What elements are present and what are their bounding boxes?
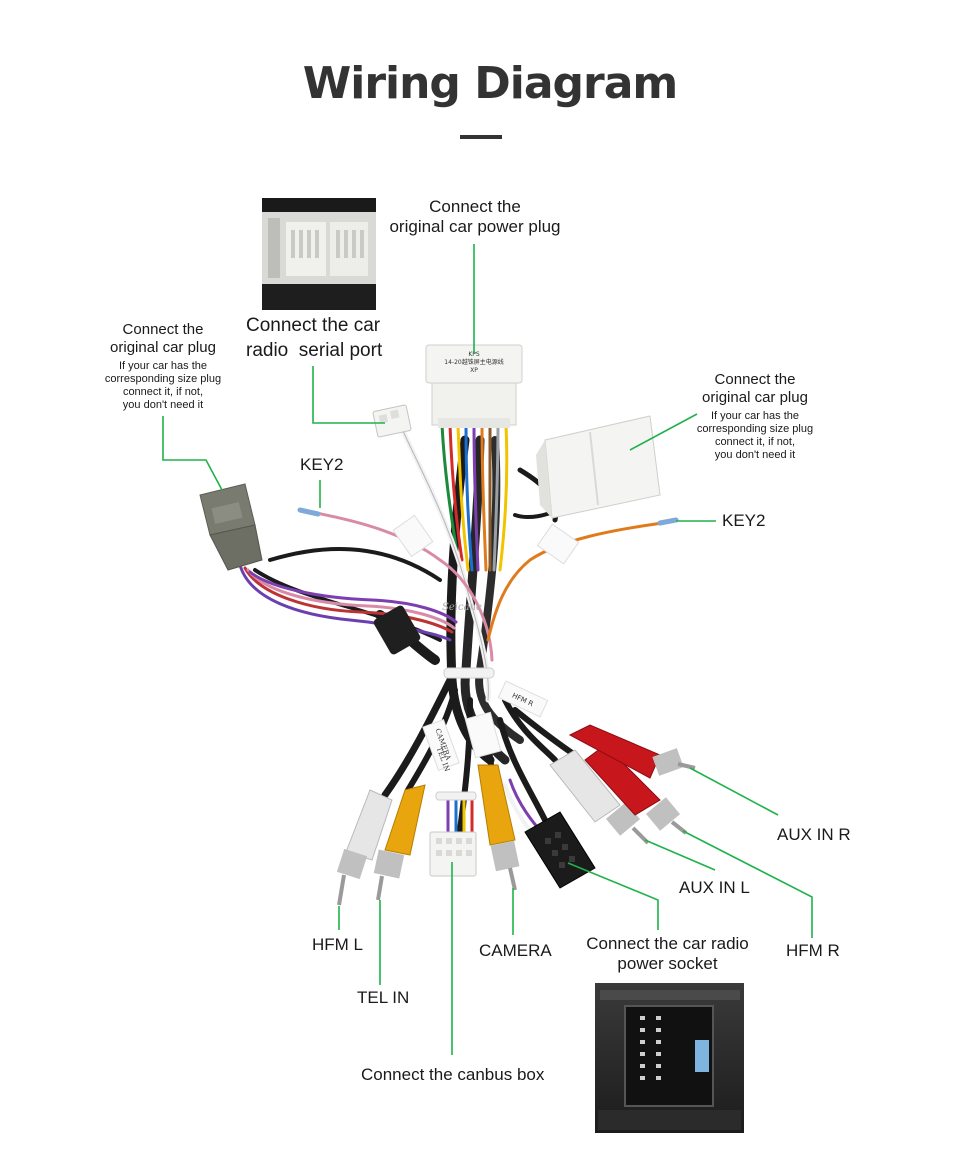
- serial-port-plug: [372, 404, 412, 438]
- note-plug-left-line2: corresponding size plug: [104, 373, 222, 385]
- note-plug-left-line4: you don't need it: [122, 399, 204, 411]
- label-aux-in-l: AUX IN L: [679, 878, 750, 897]
- serial-port-photo: [262, 198, 376, 310]
- label-power-socket-line1: Connect the car radio: [586, 934, 749, 953]
- note-plug-right-line2: corresponding size plug: [696, 423, 814, 435]
- label-plug-left-line2: original car plug: [110, 339, 216, 356]
- rca-camera: [477, 764, 520, 891]
- page-title: Wiring Diagram: [302, 58, 679, 109]
- label-serial-port-line1: Connect the car: [246, 315, 381, 336]
- label-power-socket: Connect the car radio power socket: [575, 934, 760, 974]
- leader-aux-in-l: [644, 839, 716, 871]
- rca-hfm-r: [584, 744, 688, 835]
- label-key2-left: KEY2: [300, 455, 344, 474]
- leader-plug-right: [629, 413, 698, 451]
- cable-tags: [392, 514, 580, 772]
- canbus-connector: [429, 831, 477, 877]
- leader-hfm-r: [682, 830, 813, 938]
- label-power-socket-line2: power socket: [617, 954, 718, 973]
- rca-tel-in: [373, 784, 426, 901]
- label-plug-right: Connect the original car plug: [685, 371, 825, 407]
- label-canbus: Connect the canbus box: [361, 1065, 545, 1084]
- main-power-plug: [425, 344, 523, 428]
- label-plug-left: Connect the original car plug: [93, 321, 233, 357]
- leader-power-socket: [567, 862, 659, 930]
- note-plug-left: If your car has the corresponding size p…: [93, 360, 233, 412]
- cable-tie-lower: [435, 791, 477, 801]
- note-plug-right-line3: connect it, if not,: [714, 436, 796, 448]
- leader-plug-left: [162, 416, 223, 491]
- leader-lines: [162, 244, 813, 1055]
- label-key2-right: KEY2: [722, 511, 766, 530]
- label-aux-in-r: AUX IN R: [777, 825, 851, 844]
- main-plug-text-1: KPS: [468, 351, 480, 358]
- cable-tie: [443, 667, 495, 679]
- title-underline: [460, 135, 502, 139]
- leader-serial-port: [312, 366, 385, 424]
- rca-hfm-l: [336, 789, 393, 906]
- label-hfm-r: HFM R: [786, 941, 840, 960]
- label-plug-right-line1: Connect the: [714, 371, 796, 388]
- label-tel-in: TEL IN: [357, 988, 410, 1007]
- power-socket-connector: [524, 811, 596, 889]
- rca-aux-in-r: [568, 724, 696, 779]
- note-plug-right: If your car has the corresponding size p…: [685, 410, 825, 462]
- note-plug-left-line1: If your car has the: [118, 360, 208, 372]
- label-power-plug: Connect the original car power plug: [375, 197, 575, 237]
- left-gray-plug: [199, 483, 263, 571]
- main-plug-text-3: XP: [470, 367, 478, 374]
- label-hfm-l: HFM L: [312, 935, 363, 954]
- note-plug-right-line4: you don't need it: [714, 449, 796, 461]
- label-power-plug-line2: original car power plug: [389, 217, 561, 236]
- note-plug-right-line1: If your car has the: [710, 410, 800, 422]
- label-plug-left-line1: Connect the: [122, 321, 204, 338]
- label-power-plug-line1: Connect the: [429, 197, 521, 216]
- key2-left-wire-end: [297, 507, 321, 517]
- label-serial-port-line2: radio serial port: [246, 340, 383, 361]
- label-serial-port: Connect the car radio serial port: [246, 313, 382, 363]
- leader-aux-in-r: [689, 767, 779, 816]
- key2-right-wire-end: [657, 517, 679, 526]
- right-car-plug: [536, 415, 661, 519]
- label-plug-right-line2: original car plug: [702, 389, 808, 406]
- power-socket-photo: [595, 983, 744, 1133]
- inline-fuse-holder: [373, 605, 421, 655]
- note-plug-left-line3: connect it, if not,: [122, 386, 204, 398]
- main-plug-text-2: 14-20越铢屏主电源线: [444, 358, 503, 366]
- label-camera: CAMERA: [479, 941, 552, 960]
- watermark-text: Seicane: [442, 602, 482, 613]
